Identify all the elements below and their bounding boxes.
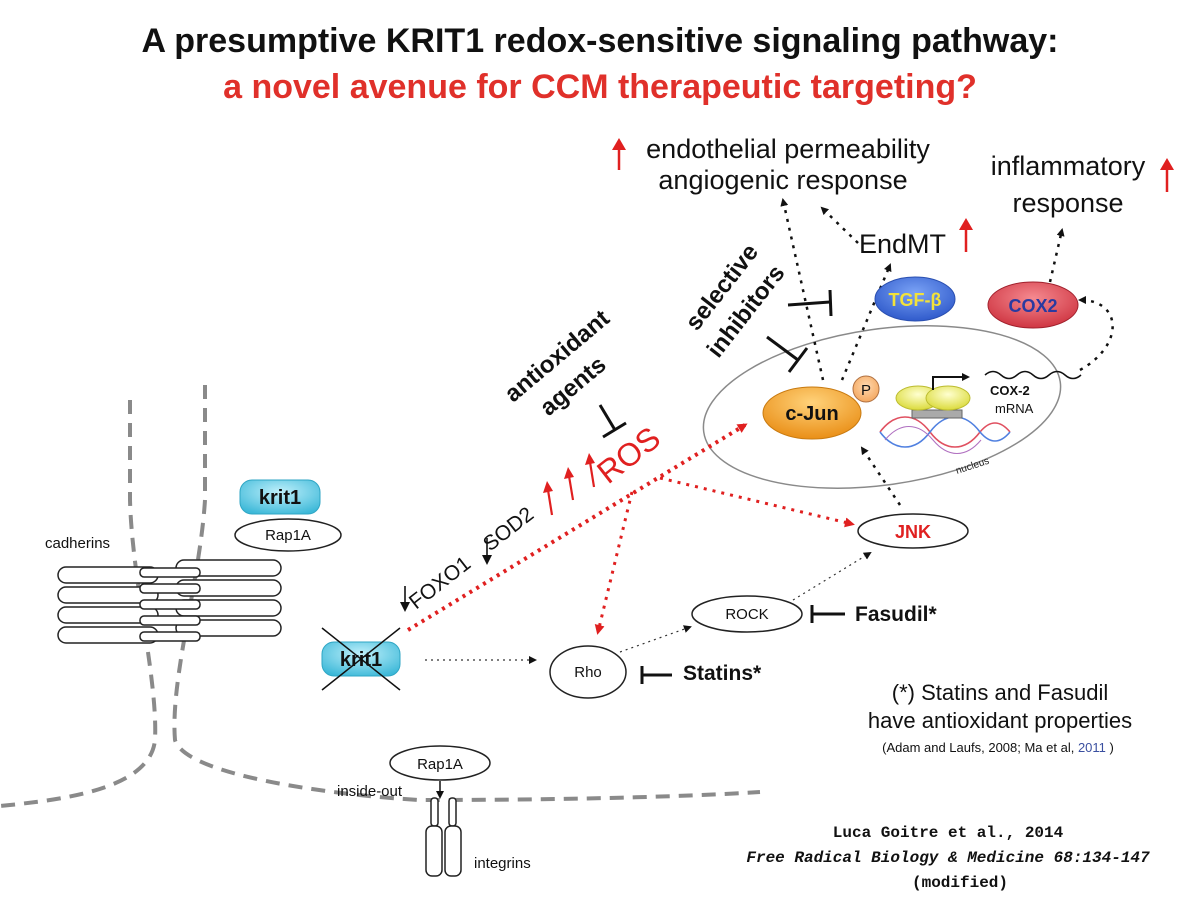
- ros-to-rho-arrow: [594, 491, 634, 635]
- cjun-to-endmt-arrow: [840, 263, 892, 381]
- cox2-mrna-label-1: COX-2: [990, 383, 1030, 398]
- rap1a-top-node: [234, 518, 342, 552]
- transcription-factor-b: [925, 385, 971, 411]
- note-reference-suffix: ): [1106, 740, 1114, 755]
- inside-out-label: inside-out: [337, 783, 403, 800]
- phospho-label: P: [861, 382, 871, 399]
- note-line-2: have antioxidant properties: [868, 708, 1132, 733]
- krit1-top-node: [239, 479, 321, 515]
- permeability-label-2: angiogenic response: [658, 165, 907, 195]
- ros-to-jnk-arrow: [659, 476, 855, 528]
- down-arrow-foxo1-icon: [400, 586, 410, 612]
- citation-line-3: (modified): [912, 874, 1008, 892]
- jnk-to-cjun-arrow: [860, 446, 902, 506]
- phospho-badge: [852, 375, 880, 403]
- transcription-arrow: [932, 373, 970, 390]
- endmt-label: EndMT: [859, 229, 946, 259]
- up-arrow-inflammatory-icon: [1160, 158, 1174, 192]
- rap1a-top-label: Rap1A: [265, 527, 311, 544]
- cjun-to-permeability-arrow: [780, 198, 825, 381]
- dna-helix: [879, 416, 1011, 454]
- cjun-node: [762, 386, 862, 440]
- selective-inhibition-upper: [787, 289, 833, 317]
- inflammatory-label-1: inflammatory: [991, 151, 1146, 181]
- nucleus-envelope: [702, 325, 1062, 489]
- krit1-top-label: krit1: [259, 487, 301, 509]
- nucleus-label: nucleus: [955, 456, 991, 477]
- foxo1-label: FOXO1: [405, 552, 475, 614]
- cjun-label: c-Jun: [785, 403, 838, 425]
- krit1-to-cjun-ros-arrow: [406, 423, 748, 632]
- sod2-label: SOD2: [479, 503, 538, 556]
- rock-node: [691, 595, 803, 633]
- krit1-lost-label: krit1: [340, 649, 382, 671]
- jnk-node: [857, 513, 969, 549]
- rho-to-rock-arrow: [619, 625, 692, 653]
- cox2-mrna-label-2: mRNA: [995, 401, 1034, 416]
- integrins-label: integrins: [474, 855, 531, 872]
- antioxidant-inhibition: [598, 404, 627, 439]
- krit1-cross-line-b: [321, 627, 401, 691]
- tgf-beta-label: TGF-β: [889, 290, 942, 310]
- up-arrows-ros-icon: [543, 453, 596, 516]
- note-line-1: (*) Statins and Fasudil: [892, 680, 1108, 705]
- rock-label: ROCK: [725, 606, 768, 623]
- statins-inhibition: [640, 666, 672, 684]
- cox2-mrna-wave: [984, 370, 1082, 380]
- statins-label: Statins*: [683, 662, 762, 685]
- up-arrow-permeability-icon: [612, 138, 626, 170]
- down-arrow-sod2-icon: [482, 538, 492, 565]
- rho-node: [549, 645, 627, 699]
- rock-to-jnk-arrow: [792, 551, 872, 601]
- rho-label: Rho: [574, 664, 602, 681]
- selective-inhibition-lower: [766, 335, 809, 373]
- jnk-label: JNK: [895, 522, 931, 542]
- rap1a-bottom-node: [389, 745, 491, 781]
- cox2-to-inflammatory-arrow: [1048, 228, 1065, 283]
- integrin-receptor: [425, 797, 462, 877]
- citation-line-1: Luca Goitre et al., 2014: [833, 824, 1064, 842]
- mrna-to-cox2-arrow: [1078, 296, 1114, 372]
- cadherins-label: cadherins: [45, 535, 110, 552]
- permeability-label-1: endothelial permeability: [646, 134, 930, 164]
- endmt-to-angiogenic-arrow: [820, 206, 859, 244]
- note-reference: (Adam and Laufs, 2008; Ma et al, 2011 ): [882, 740, 1114, 755]
- promoter-box: [911, 409, 963, 419]
- rap1a-bottom-label: Rap1A: [417, 756, 463, 773]
- title-line2: a novel avenue for CCM therapeutic targe…: [223, 68, 977, 106]
- inflammatory-label-2: response: [1012, 188, 1123, 218]
- fasudil-label: Fasudil*: [855, 603, 938, 626]
- cadherin-junction: [57, 559, 282, 644]
- title-line1: A presumptive KRIT1 redox-sensitive sign…: [142, 22, 1059, 60]
- note-reference-year: 2011: [1078, 740, 1106, 755]
- citation-line-2: Free Radical Biology & Medicine 68:134-1…: [746, 849, 1150, 867]
- cox2-node: [987, 281, 1079, 329]
- tgf-beta-node: [874, 276, 956, 322]
- cox2-label: COX2: [1008, 296, 1057, 316]
- fasudil-inhibition: [810, 605, 845, 623]
- note-reference-prefix: (Adam and Laufs, 2008; Ma et al,: [882, 740, 1078, 755]
- up-arrow-endmt-icon: [959, 218, 973, 252]
